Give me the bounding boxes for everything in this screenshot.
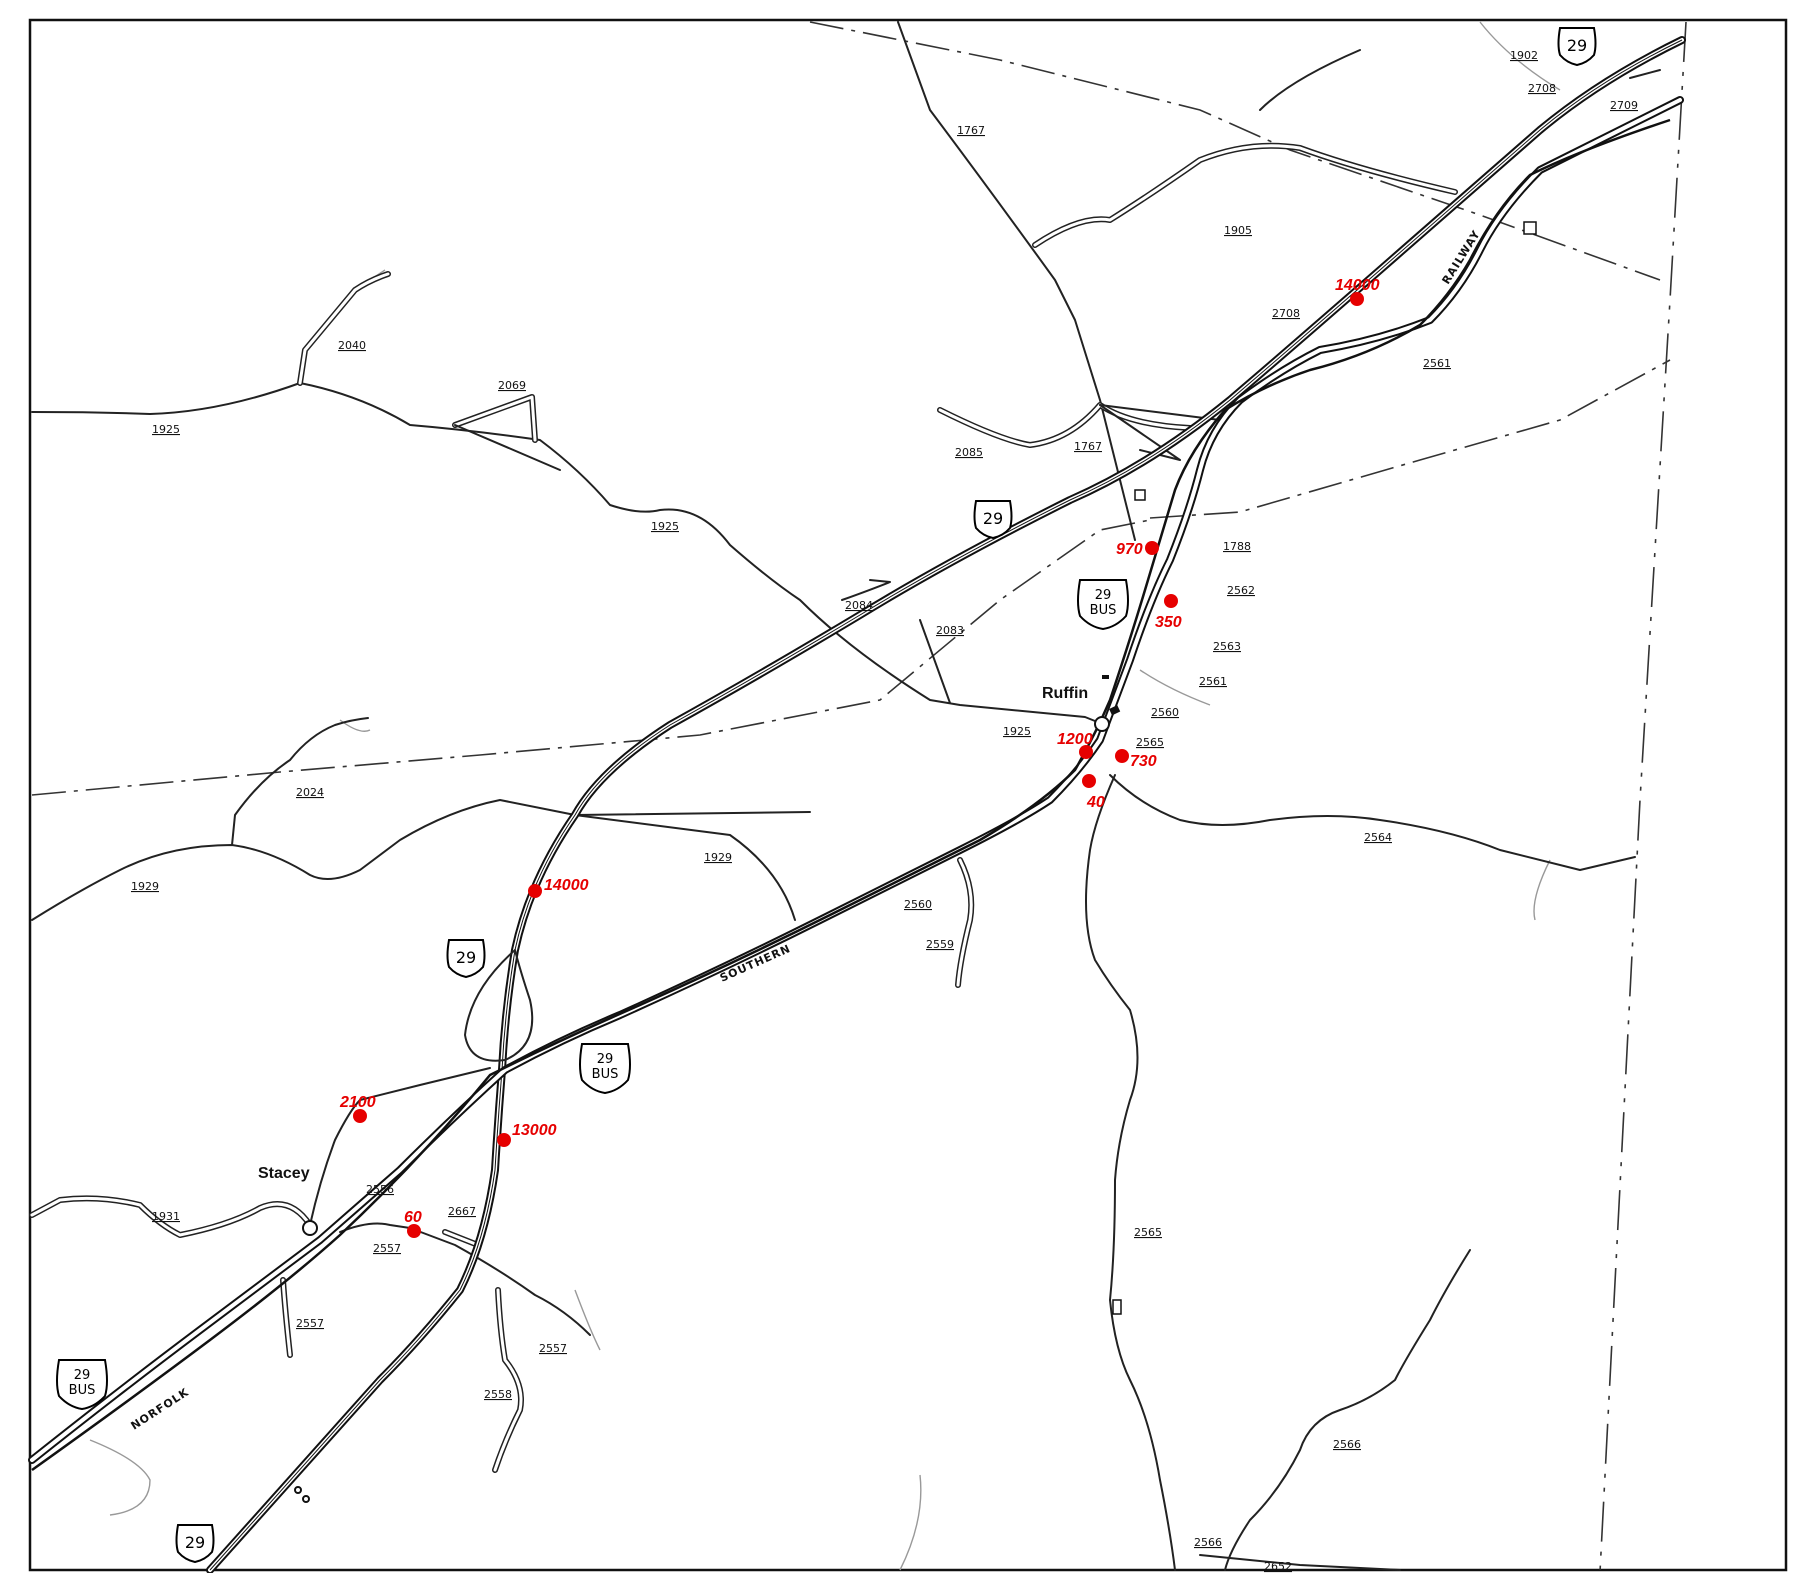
svg-text:29: 29 <box>456 948 476 967</box>
route-label: 2563 <box>1213 640 1241 653</box>
bus-shield-mid: 29 BUS <box>579 1043 631 1095</box>
route-label: 1767 <box>1074 440 1102 453</box>
town-markers <box>294 221 1537 1503</box>
route-label: 1925 <box>152 423 180 436</box>
us29-shield-west: 29 <box>446 939 486 979</box>
bus-shields: 29 BUS 29 BUS 29 BUS <box>56 579 1129 1411</box>
bridge-icon <box>1134 489 1146 501</box>
count-label-730: 730 <box>1130 753 1157 770</box>
route-label: 2558 <box>484 1388 512 1401</box>
route-label: 1788 <box>1223 540 1251 553</box>
count-marker-350 <box>1164 594 1178 608</box>
count-marker-14000-ne <box>1350 292 1364 306</box>
route-label: 2083 <box>936 624 964 637</box>
count-marker-40 <box>1082 774 1096 788</box>
count-marker-14000-w <box>528 884 542 898</box>
route-label: 2557 <box>373 1242 401 1255</box>
tunnel-icon <box>302 1495 310 1503</box>
svg-text:29: 29 <box>185 1533 205 1552</box>
place-label-ruffin: Ruffin <box>1042 685 1088 702</box>
count-marker-730 <box>1115 749 1129 763</box>
route-label: 2562 <box>1227 584 1255 597</box>
route-label: 2040 <box>338 339 366 352</box>
route-label: 1929 <box>131 880 159 893</box>
route-label: 2557 <box>296 1317 324 1330</box>
route-label: 2566 <box>1333 1438 1361 1451</box>
route-label: 2708 <box>1272 307 1300 320</box>
count-label-1200: 1200 <box>1057 731 1093 748</box>
svg-text:29: 29 <box>983 509 1003 528</box>
route-label: 2556 <box>366 1183 394 1196</box>
bus-shield-ruffin: 29 BUS <box>1077 579 1129 631</box>
route-label: 2561 <box>1423 357 1451 370</box>
local-roads <box>29 21 1636 1571</box>
route-label: 2709 <box>1610 99 1638 112</box>
bridge-icon <box>1112 1299 1122 1315</box>
route-label: 2084 <box>845 599 873 612</box>
traffic-count-markers: 14000 970 350 1200 730 40 14000 2100 130… <box>339 277 1380 1238</box>
bus-shield-sw: 29 BUS <box>56 1359 108 1411</box>
count-marker-13000 <box>497 1133 511 1147</box>
svg-text:BUS: BUS <box>69 1383 96 1398</box>
route-label: 2557 <box>539 1342 567 1355</box>
boundary-lines <box>31 21 1687 1573</box>
route-label: 2566 <box>1194 1536 1222 1549</box>
svg-text:BUS: BUS <box>592 1067 619 1082</box>
route-label: 2652 <box>1264 1560 1292 1573</box>
route-label: 1929 <box>704 851 732 864</box>
route-label: 1767 <box>957 124 985 137</box>
count-marker-60 <box>407 1224 421 1238</box>
us-29-highway <box>206 36 1686 1573</box>
count-label-60: 60 <box>404 1209 422 1226</box>
route-label: 2667 <box>448 1205 476 1218</box>
count-label-970: 970 <box>1116 541 1143 558</box>
route-label: 1902 <box>1510 49 1538 62</box>
route-label: 2069 <box>498 379 526 392</box>
route-label: 2560 <box>904 898 932 911</box>
building-icon <box>1109 705 1121 716</box>
us29-shields: 29 29 29 29 <box>175 27 1597 1564</box>
route-label: 1931 <box>152 1210 180 1223</box>
count-label-14000-w: 14000 <box>544 877 589 894</box>
route-label: 2085 <box>955 446 983 459</box>
count-label-350: 350 <box>1155 614 1182 631</box>
route-number-labels: 1902 2708 2709 1767 1905 2708 2561 2040 … <box>131 49 1638 1573</box>
route-label: 2565 <box>1134 1226 1162 1239</box>
railway-line <box>31 118 1671 1472</box>
count-label-2100: 2100 <box>339 1094 376 1111</box>
route-label: 2564 <box>1364 831 1392 844</box>
route-label: 2708 <box>1528 82 1556 95</box>
us29-shield-mid: 29 <box>973 500 1013 540</box>
svg-text:29: 29 <box>597 1052 614 1067</box>
stacey-marker <box>302 1220 318 1236</box>
bridge-icon <box>1523 221 1537 235</box>
place-label-stacey: Stacey <box>258 1165 310 1182</box>
count-marker-2100 <box>353 1109 367 1123</box>
count-label-13000: 13000 <box>512 1122 557 1139</box>
route-label: 2561 <box>1199 675 1227 688</box>
route-label: 1925 <box>651 520 679 533</box>
building-icon <box>1102 675 1109 679</box>
us29-shield-ne: 29 <box>1557 27 1597 67</box>
count-marker-970 <box>1145 541 1159 555</box>
count-label-14000-ne: 14000 <box>1335 277 1380 294</box>
svg-text:29: 29 <box>74 1368 91 1383</box>
route-label: 2559 <box>926 938 954 951</box>
route-label: 2560 <box>1151 706 1179 719</box>
us29-shield-sw: 29 <box>175 1524 215 1564</box>
count-label-40: 40 <box>1086 794 1105 811</box>
ruffin-marker <box>1094 716 1110 732</box>
route-label: 2565 <box>1136 736 1164 749</box>
route-label: 1925 <box>1003 725 1031 738</box>
tunnel-icon <box>294 1486 302 1494</box>
svg-text:29: 29 <box>1095 588 1112 603</box>
us-29-business <box>28 96 1684 1464</box>
map-frame <box>28 18 1788 1572</box>
count-marker-1200 <box>1079 745 1093 759</box>
svg-text:BUS: BUS <box>1090 603 1117 618</box>
route-label: 1905 <box>1224 224 1252 237</box>
route-label: 2024 <box>296 786 324 799</box>
svg-text:29: 29 <box>1567 36 1587 55</box>
